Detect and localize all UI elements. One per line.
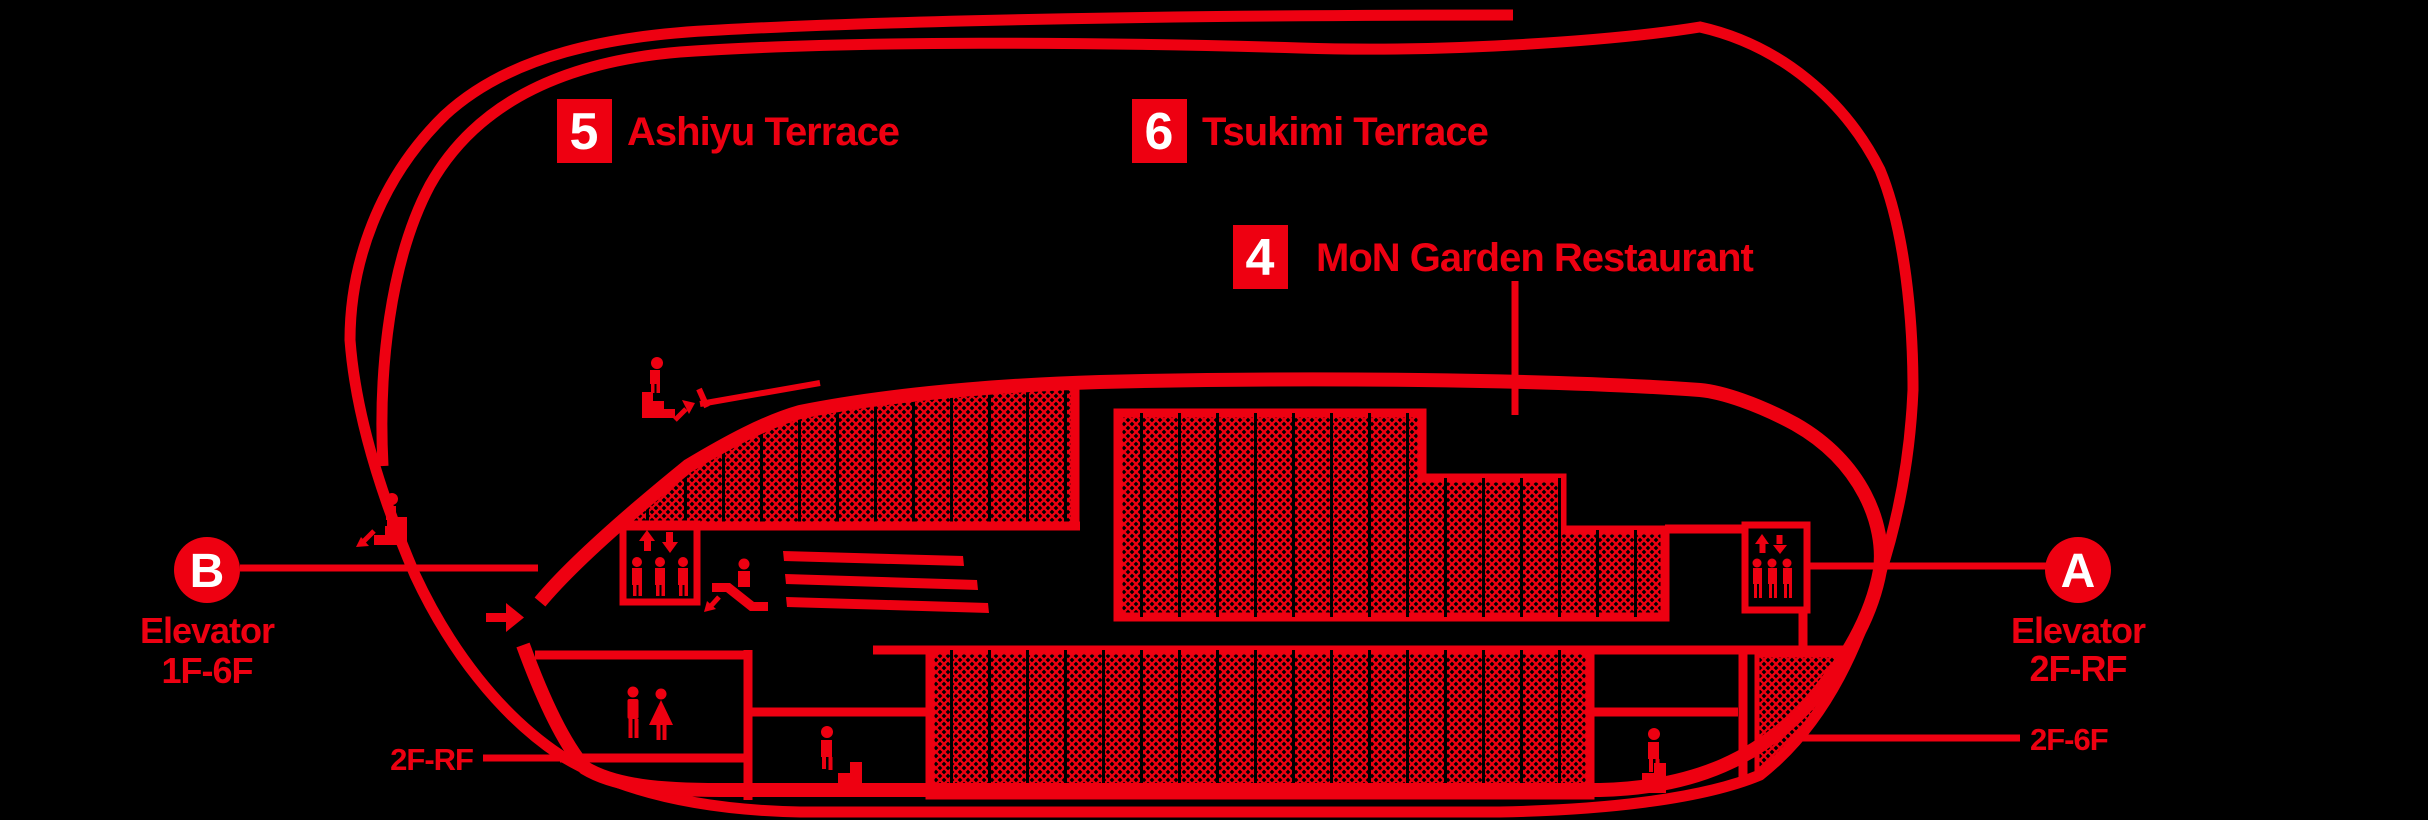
elevator-a-letter: A: [2061, 545, 2096, 598]
elevator-a-circle: [2045, 537, 2111, 603]
poi-6-box: [1132, 99, 1187, 163]
poi-4: 4 MoN Garden Restaurant: [1233, 225, 1755, 289]
hatch-restaurant-block: [1113, 408, 1670, 622]
building-outline: [516, 372, 1888, 797]
elevator-b-icon: [619, 520, 701, 606]
poi-4-name: MoN Garden Restaurant: [1316, 236, 1754, 280]
elevator-a-badge: A Elevator 2F-RF: [2011, 537, 2147, 689]
label-2f-rf: 2F-RF: [390, 742, 473, 777]
elevator-a-floors: 2F-RF: [2030, 648, 2127, 689]
elevator-b-circle: [174, 537, 240, 603]
exterior-stair-line: [696, 380, 821, 409]
hatched-zones: [612, 386, 1857, 800]
poi-5-box: [557, 99, 612, 163]
stairs-down-icon-right: [1630, 728, 1666, 793]
poi-6: 6 Tsukimi Terrace: [1132, 99, 1489, 163]
poi-labels: 5 Ashiyu Terrace 6 Tsukimi Terrace 4 MoN…: [557, 99, 1755, 289]
elevator-b-floors: 1F-6F: [161, 650, 252, 691]
escalator-icon: [704, 558, 768, 612]
elevator-a-icon: [1741, 521, 1811, 614]
stairs-up-icon-terrace: [642, 357, 695, 422]
stairs-down-icon-terrace: [356, 493, 407, 547]
elevator-a-label: Elevator: [2011, 610, 2146, 651]
label-2f-6f: 2F-6F: [2030, 722, 2108, 757]
hatch-lower-band: [925, 645, 1595, 800]
elevator-b-letter: B: [190, 545, 225, 598]
elevator-b-badge: B Elevator 1F-6F: [140, 537, 276, 691]
terrace-outline: [344, 9, 1919, 818]
poi-5-name: Ashiyu Terrace: [627, 110, 899, 154]
stairs-up-icon-center: [821, 726, 862, 793]
elevator-b-label: Elevator: [140, 610, 275, 651]
restroom-icon: [627, 686, 673, 740]
interior-walls: [535, 524, 1852, 800]
pointer-lines: [240, 281, 2046, 762]
poi-5: 5 Ashiyu Terrace: [557, 99, 900, 163]
poi-6-name: Tsukimi Terrace: [1202, 110, 1488, 154]
entrance-arrow-icon: [486, 603, 524, 632]
hatch-wedge-left: [612, 386, 1080, 531]
poi-4-num: 4: [1246, 229, 1275, 287]
poi-6-num: 6: [1145, 103, 1174, 161]
poi-5-num: 5: [570, 103, 599, 161]
poi-4-box: [1233, 225, 1288, 289]
wide-steps-icon: [783, 551, 989, 613]
